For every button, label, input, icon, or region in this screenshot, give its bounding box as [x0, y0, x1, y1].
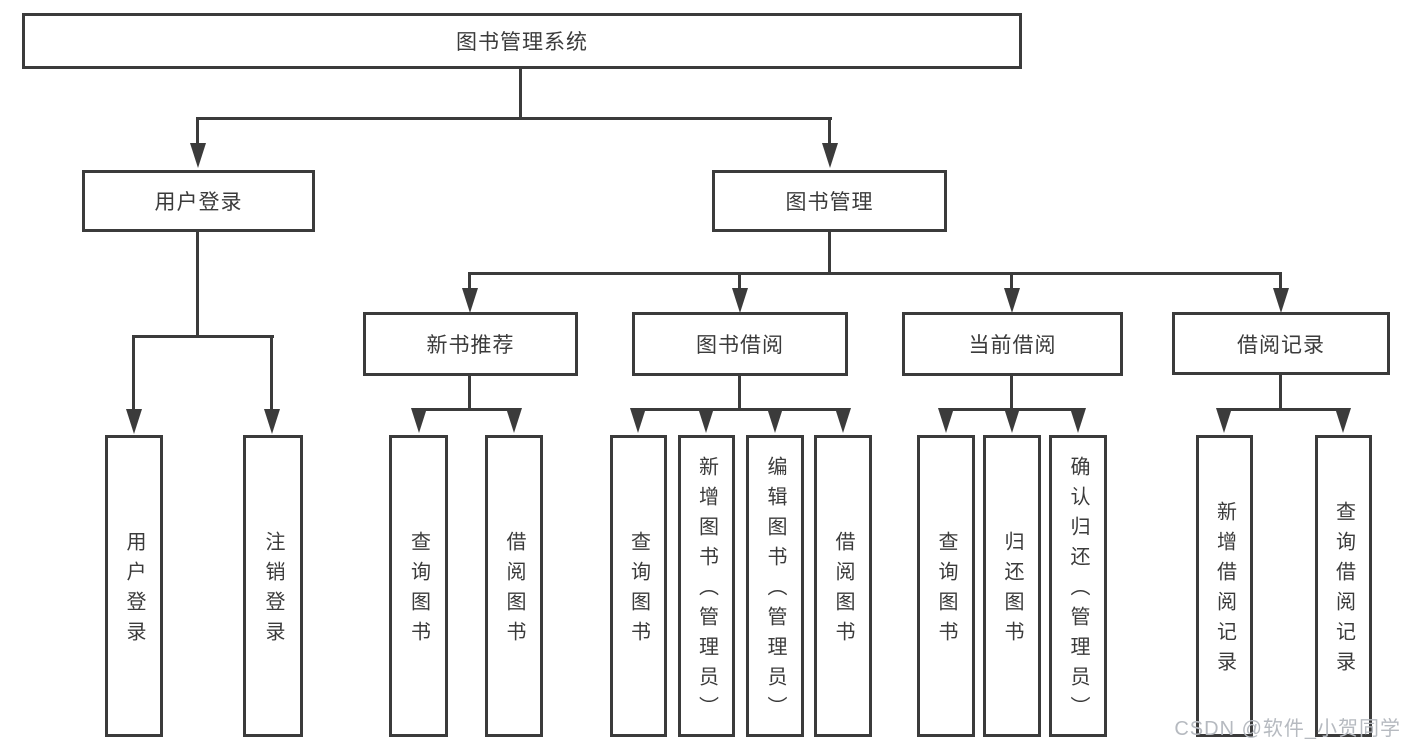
- leaf-user-login-label: 用户登录: [123, 531, 145, 651]
- leaf-bb-borrow-books: 借阅图书: [814, 435, 872, 737]
- arrowhead-login-leaf: [126, 409, 142, 434]
- leaf-logout-label: 注销登录: [262, 531, 284, 651]
- arrowhead-bb-add: [698, 408, 714, 433]
- leaf-user-login: 用户登录: [105, 435, 163, 737]
- connector-stem-login-leaf: [132, 335, 135, 413]
- leaf-cb-query-books-label: 查询图书: [935, 531, 957, 651]
- connector-user-login-stub: [196, 232, 199, 337]
- leaf-bb-add-books-admin: 新增图书（管理员）: [678, 435, 735, 737]
- connector-stem-new-book: [468, 272, 471, 292]
- leaf-cb-return-books: 归还图书: [983, 435, 1041, 737]
- leaf-nb-query-books-label: 查询图书: [407, 531, 430, 651]
- connector-user-login-rail: [132, 335, 274, 338]
- node-root: 图书管理系统: [22, 13, 1022, 69]
- arrowhead-logout-leaf: [264, 409, 280, 434]
- arrowhead-bb-edit: [767, 408, 783, 433]
- leaf-cb-confirm-return-admin: 确认归还（管理员）: [1049, 435, 1107, 737]
- arrowhead-book-mgmt: [822, 143, 838, 168]
- connector-stem-current-borrow: [1010, 272, 1013, 292]
- leaf-bb-borrow-books-label: 借阅图书: [832, 531, 854, 651]
- node-current-borrow-label: 当前借阅: [968, 334, 1057, 357]
- connector-root-stub: [519, 69, 522, 119]
- leaf-br-query-record: 查询借阅记录: [1315, 435, 1372, 737]
- arrowhead-current-borrow: [1004, 288, 1020, 313]
- arrowhead-nb-borrow: [506, 408, 522, 433]
- arrowhead-bb-query: [630, 408, 646, 433]
- arrowhead-user-login: [190, 143, 206, 168]
- arrowhead-cb-confirm: [1070, 408, 1086, 433]
- connector-level2-rail: [197, 117, 832, 120]
- leaf-nb-borrow-books-label: 借阅图书: [503, 531, 525, 651]
- leaf-br-add-record: 新增借阅记录: [1196, 435, 1253, 737]
- csdn-watermark: CSDN @软件_小贺同学: [1174, 718, 1401, 740]
- arrowhead-br-add: [1216, 408, 1232, 433]
- connector-stem-logout-leaf: [270, 335, 273, 413]
- connector-level3-rail: [468, 272, 1282, 275]
- node-user-login: 用户登录: [82, 170, 315, 232]
- arrowhead-cb-return: [1004, 408, 1020, 433]
- arrowhead-cb-query: [938, 408, 954, 433]
- connector-stem-book-borrow: [738, 272, 741, 292]
- node-new-book-rec: 新书推荐: [363, 312, 578, 376]
- connector-borrow-records-stub: [1279, 374, 1282, 410]
- arrowhead-br-query: [1335, 408, 1351, 433]
- node-book-mgmt-label: 图书管理: [785, 191, 874, 214]
- connector-new-book-stub: [468, 374, 471, 410]
- connector-book-mgmt-stub: [828, 232, 831, 274]
- node-book-borrow-label: 图书借阅: [696, 334, 784, 357]
- node-borrow-records-label: 借阅记录: [1237, 333, 1325, 357]
- leaf-bb-edit-books-admin-label: 编辑图书（管理员）: [764, 456, 786, 726]
- node-current-borrow: 当前借阅: [902, 312, 1123, 376]
- connector-stem-book-mgmt: [828, 117, 831, 149]
- connector-new-book-rail: [417, 408, 516, 411]
- connector-stem-user-login: [196, 117, 199, 149]
- arrowhead-borrow-records: [1273, 288, 1289, 313]
- arrowhead-book-borrow: [732, 288, 748, 313]
- leaf-cb-query-books: 查询图书: [917, 435, 975, 737]
- leaf-cb-confirm-return-admin-label: 确认归还（管理员）: [1067, 456, 1089, 726]
- node-user-login-label: 用户登录: [154, 191, 243, 214]
- arrowhead-new-book: [462, 288, 478, 313]
- leaf-bb-add-books-admin-label: 新增图书（管理员）: [695, 456, 718, 726]
- connector-borrow-records-rail: [1222, 408, 1345, 411]
- node-new-book-rec-label: 新书推荐: [426, 334, 515, 357]
- leaf-nb-borrow-books: 借阅图书: [485, 435, 543, 737]
- leaf-nb-query-books: 查询图书: [389, 435, 448, 737]
- leaf-bb-query-books: 查询图书: [610, 435, 667, 737]
- arrowhead-bb-borrow: [835, 408, 851, 433]
- node-book-mgmt: 图书管理: [712, 170, 947, 232]
- connector-book-borrow-rail: [636, 408, 845, 411]
- connector-current-borrow-stub: [1010, 374, 1013, 410]
- node-borrow-records: 借阅记录: [1172, 312, 1390, 375]
- leaf-bb-edit-books-admin: 编辑图书（管理员）: [746, 435, 804, 737]
- node-book-borrow: 图书借阅: [632, 312, 848, 376]
- leaf-bb-query-books-label: 查询图书: [627, 531, 650, 651]
- leaf-br-add-record-label: 新增借阅记录: [1213, 501, 1236, 681]
- connector-book-borrow-stub: [738, 374, 741, 410]
- leaf-logout: 注销登录: [243, 435, 303, 737]
- arrowhead-nb-query: [411, 408, 427, 433]
- node-root-label: 图书管理系统: [456, 31, 588, 54]
- connector-stem-borrow-records: [1279, 272, 1282, 292]
- leaf-br-query-record-label: 查询借阅记录: [1332, 501, 1355, 681]
- leaf-cb-return-books-label: 归还图书: [1001, 531, 1023, 651]
